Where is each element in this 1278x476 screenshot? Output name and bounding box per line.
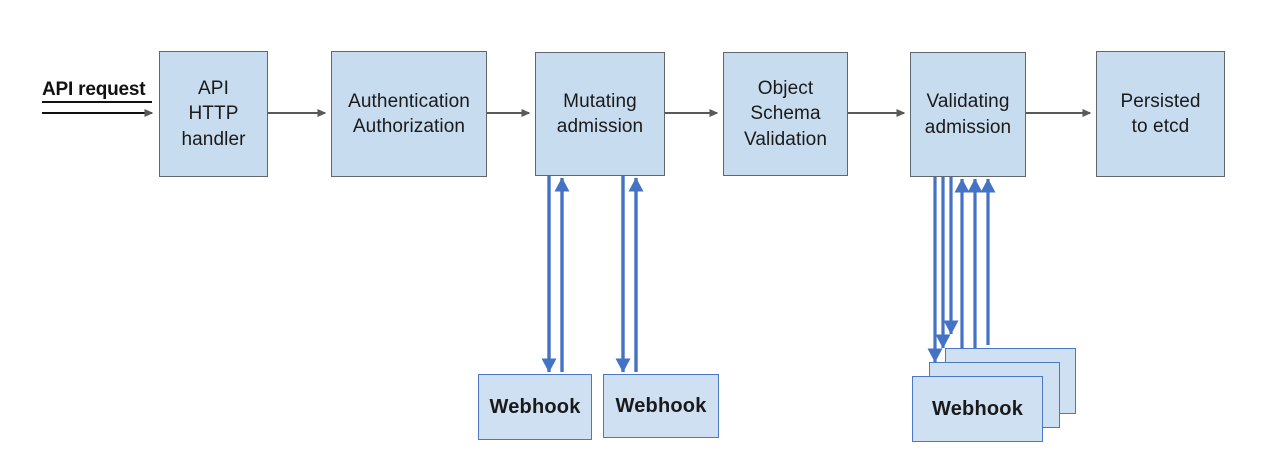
node-mutating-admission[interactable]: Mutating admission [535,52,665,176]
api-request-label: API request [42,79,146,100]
webhook-link-mutating-2 [615,176,644,373]
node-validating-admission[interactable]: Validating admission [910,52,1026,177]
webhook-box-validating-front[interactable]: Webhook [912,376,1043,442]
node-authentication-authorization[interactable]: Authentication Authorization [331,51,487,177]
webhook-box-mutating-1[interactable]: Webhook [478,374,592,440]
node-api-http-handler[interactable]: API HTTP handler [159,51,268,177]
node-persisted-to-etcd[interactable]: Persisted to etcd [1096,51,1225,177]
webhook-box-mutating-2[interactable]: Webhook [603,374,719,438]
entry-arrow [42,101,154,117]
node-object-schema-validation[interactable]: Object Schema Validation [723,52,848,176]
webhook-link-mutating-1 [541,176,570,373]
webhook-link-validating [927,177,996,372]
